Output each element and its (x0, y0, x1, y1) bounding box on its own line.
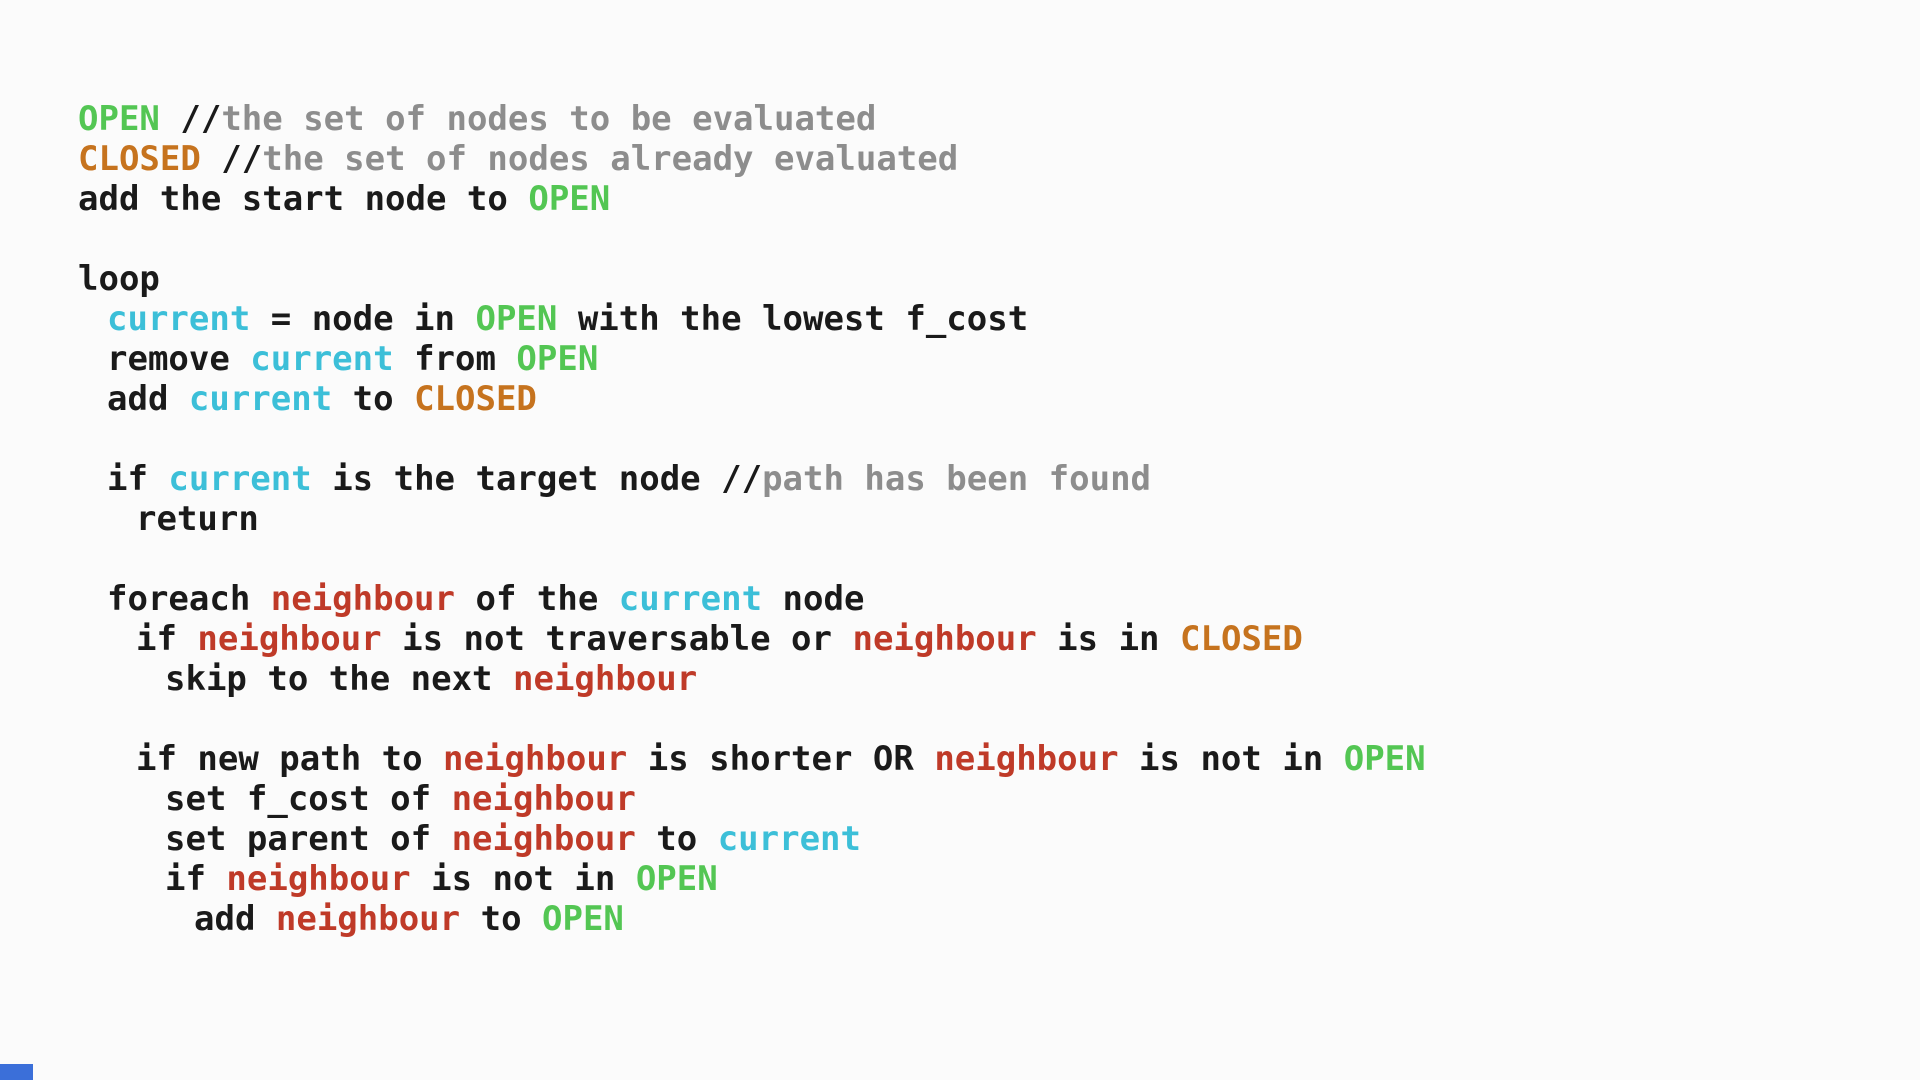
code-segment-comment: the set of nodes to be evaluated (221, 99, 877, 139)
code-segment-open: OPEN (1343, 739, 1426, 779)
video-progress-bar[interactable] (0, 1064, 33, 1080)
code-segment-neighbour: neighbour (226, 859, 411, 899)
code-segment-closed: CLOSED (414, 379, 537, 419)
code-segment-plain: add the start node to (78, 179, 529, 219)
code-segment-neighbour: neighbour (275, 899, 461, 939)
code-segment-plain: foreach (107, 579, 271, 619)
code-segment-plain: with the lowest f_cost (557, 299, 1029, 339)
code-segment-neighbour: neighbour (852, 619, 1037, 659)
code-segment-plain: add (194, 899, 276, 939)
code-segment-plain: is the target node (311, 459, 722, 499)
code-segment-plain: if (136, 619, 198, 659)
code-segment-open: OPEN (516, 339, 599, 379)
code-segment-plain: return (136, 499, 259, 539)
code-line: current = node in OPEN with the lowest f… (78, 299, 1426, 339)
code-segment-plain: set f_cost of (165, 779, 452, 819)
code-segment-plain: set parent of (165, 819, 452, 859)
code-segment-neighbour: neighbour (451, 819, 636, 859)
code-segment-plain: remove (107, 339, 251, 379)
code-segment-plain: is in (1036, 619, 1180, 659)
code-segment-neighbour: neighbour (451, 779, 636, 819)
code-segment-plain: from (393, 339, 517, 379)
code-line: if current is the target node //path has… (78, 459, 1426, 499)
code-segment-comment: the set of nodes already evaluated (262, 139, 959, 179)
code-segment-plain: of the (455, 579, 619, 619)
code-segment-plain: is not traversable or (381, 619, 853, 659)
code-line: add neighbour to OPEN (78, 899, 1426, 939)
code-blank-line (78, 219, 1426, 259)
code-segment-plain: loop (78, 259, 160, 299)
code-segment-open: OPEN (528, 179, 611, 219)
code-segment-plain: is not in (1118, 739, 1344, 779)
code-line: OPEN //the set of nodes to be evaluated (78, 99, 1426, 139)
code-segment-current: current (717, 819, 861, 859)
code-segment-open: OPEN (475, 299, 558, 339)
code-line: set parent of neighbour to current (78, 819, 1426, 859)
code-blank-line (78, 419, 1426, 459)
code-segment-plain: // (200, 139, 263, 179)
code-line: if new path to neighbour is shorter OR n… (78, 739, 1426, 779)
code-segment-current: current (250, 339, 394, 379)
code-line: CLOSED //the set of nodes already evalua… (78, 139, 1426, 179)
code-line: foreach neighbour of the current node (78, 579, 1426, 619)
code-segment-open: OPEN (78, 99, 160, 139)
code-blank-line (78, 699, 1426, 739)
code-segment-plain: is shorter OR (627, 739, 935, 779)
code-segment-plain: skip to the next (165, 659, 513, 699)
code-line: set f_cost of neighbour (78, 779, 1426, 819)
code-segment-neighbour: neighbour (934, 739, 1119, 779)
code-line: add the start node to OPEN (78, 179, 1426, 219)
code-segment-neighbour: neighbour (270, 579, 455, 619)
code-segment-plain: // (159, 99, 222, 139)
code-segment-plain: if (107, 459, 169, 499)
code-segment-plain: // (721, 459, 763, 499)
code-segment-closed: CLOSED (1180, 619, 1303, 659)
code-segment-comment: path has been found (762, 459, 1152, 499)
code-segment-plain: add (107, 379, 189, 419)
code-segment-plain: if (165, 859, 227, 899)
code-segment-plain: if new path to (136, 739, 444, 779)
code-line: return (78, 499, 1426, 539)
code-line: remove current from OPEN (78, 339, 1426, 379)
code-segment-plain: = node in (250, 299, 476, 339)
code-segment-current: current (188, 379, 333, 419)
code-line: if neighbour is not traversable or neigh… (78, 619, 1426, 659)
code-segment-current: current (618, 579, 763, 619)
code-line: if neighbour is not in OPEN (78, 859, 1426, 899)
code-segment-closed: CLOSED (78, 139, 201, 179)
code-segment-neighbour: neighbour (513, 659, 698, 699)
code-segment-neighbour: neighbour (443, 739, 628, 779)
code-segment-plain: is not in (410, 859, 636, 899)
code-segment-current: current (107, 299, 251, 339)
code-segment-plain: to (635, 819, 718, 859)
code-line: skip to the next neighbour (78, 659, 1426, 699)
code-line: loop (78, 259, 1426, 299)
code-blank-line (78, 539, 1426, 579)
code-segment-open: OPEN (635, 859, 718, 899)
code-segment-plain: node (762, 579, 865, 619)
code-segment-neighbour: neighbour (197, 619, 382, 659)
code-line: add current to CLOSED (78, 379, 1426, 419)
code-segment-plain: to (332, 379, 415, 419)
code-segment-current: current (168, 459, 312, 499)
code-segment-open: OPEN (542, 899, 624, 939)
code-segment-plain: to (460, 899, 543, 939)
